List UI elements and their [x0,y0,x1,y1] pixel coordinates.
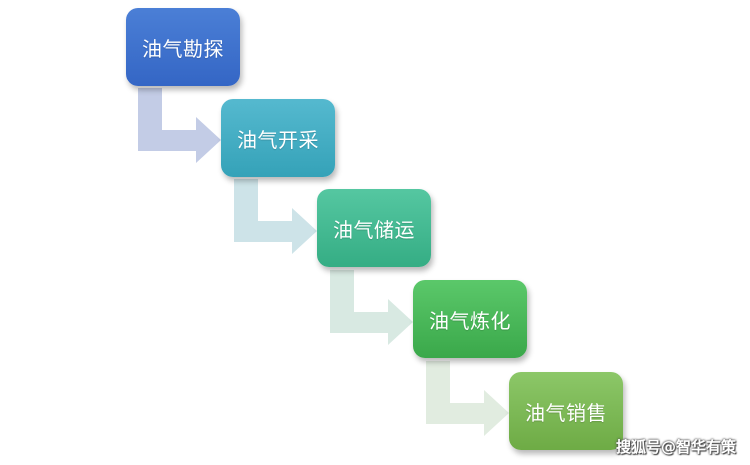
bent-arrow-1 [138,88,221,163]
bent-arrow-2 [234,179,317,254]
bent-arrow-3 [330,270,413,345]
step-label: 油气炼化 [429,308,511,333]
step-oil-gas-storage-transport: 油气储运 [317,189,431,267]
step-label: 油气销售 [525,400,607,425]
step-oil-gas-extraction: 油气开采 [221,99,335,177]
step-label: 油气开采 [237,127,319,152]
step-oil-gas-exploration: 油气勘探 [126,8,240,86]
watermark-text: 搜狐号@智华有策 [615,438,736,456]
step-oil-gas-refining: 油气炼化 [413,280,527,358]
step-oil-gas-sales: 油气销售 [509,372,623,450]
step-label: 油气储运 [333,217,415,242]
bent-arrow-4 [426,361,509,436]
step-label: 油气勘探 [142,36,224,61]
